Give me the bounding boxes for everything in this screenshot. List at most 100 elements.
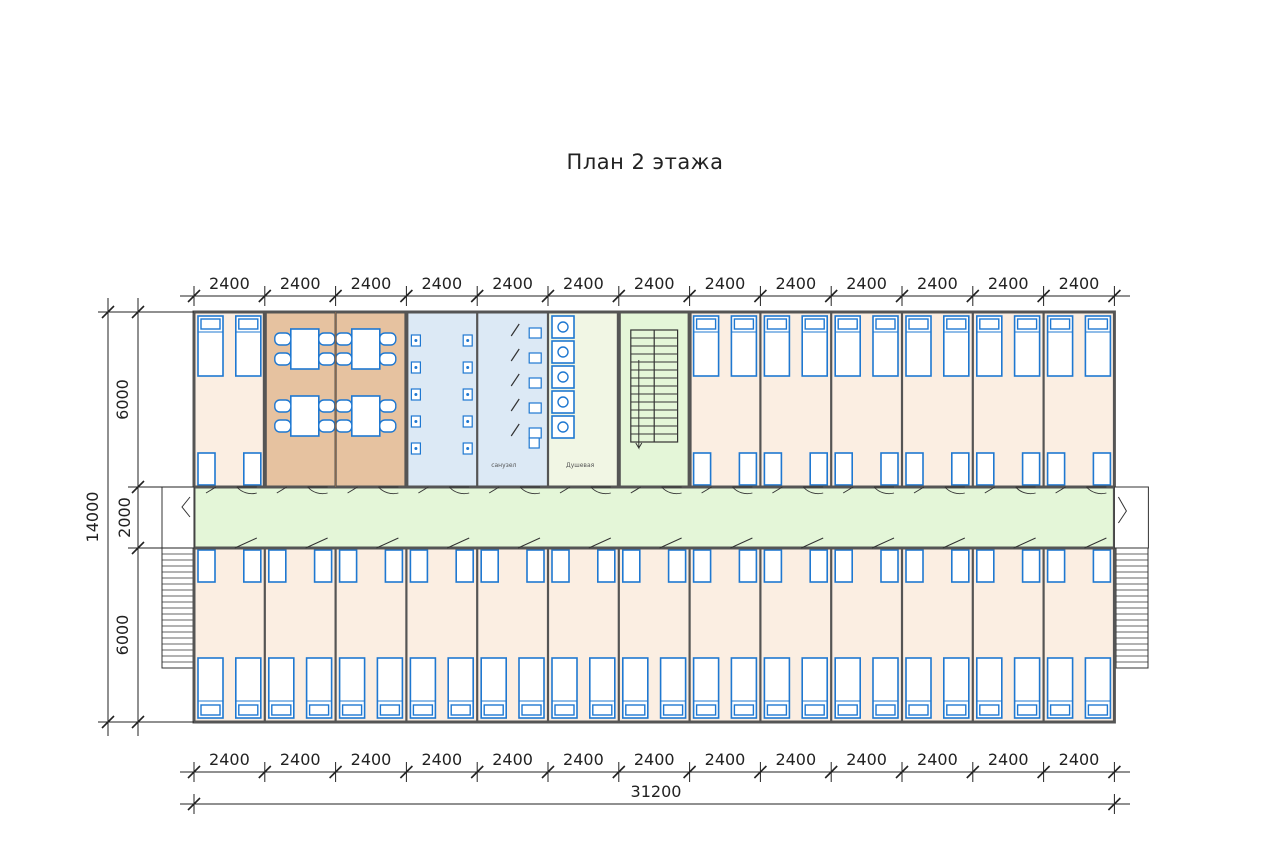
page-title: План 2 этажа: [566, 150, 724, 174]
shower-door: [510, 323, 520, 337]
room-label-washroom: Душевая: [566, 462, 595, 469]
dim-label-module: 2400: [846, 750, 887, 769]
door-icon: [873, 486, 895, 495]
bed-icon: [872, 657, 899, 719]
bed-icon: [588, 657, 616, 719]
bed-icon: [975, 657, 1003, 719]
chair: [318, 352, 336, 366]
bed-icon: [880, 549, 899, 583]
door-icon: [942, 537, 966, 549]
bed-icon: [1046, 549, 1066, 583]
bed-icon: [243, 549, 262, 583]
dim-tick: [187, 289, 201, 303]
bed-icon: [801, 657, 829, 719]
bed-icon: [1046, 315, 1074, 377]
dim-tick: [131, 715, 145, 729]
dim-label-total: 31200: [631, 782, 682, 801]
dim-tick: [101, 305, 115, 319]
dim-tick: [470, 765, 484, 779]
bed-icon: [1084, 657, 1112, 719]
toilet-icon: [551, 390, 575, 414]
dim-tick: [541, 765, 555, 779]
shower-icon: [510, 323, 542, 339]
bed-icon: [809, 452, 829, 486]
furniture: [161, 315, 1149, 719]
toilet-bowl: [557, 421, 569, 433]
door-icon: [630, 486, 642, 494]
bed-icon: [834, 452, 854, 486]
dim-label-module: 2400: [917, 750, 958, 769]
bed-icon: [905, 315, 932, 377]
chair: [379, 332, 397, 346]
bed-pillow: [450, 704, 471, 716]
door-icon: [448, 486, 470, 495]
dim-tick: [131, 305, 145, 319]
dim-tick: [541, 289, 555, 303]
sink-icon: [410, 334, 421, 347]
door-icon: [307, 486, 328, 495]
toilet-icon: [551, 315, 575, 339]
shower-door: [510, 423, 520, 437]
table-top: [289, 328, 320, 370]
door-icon: [205, 486, 217, 494]
bed-icon: [409, 549, 429, 583]
chair: [335, 419, 353, 433]
bed-icon: [763, 315, 791, 377]
bed-icon: [692, 452, 712, 486]
shower-door: [510, 348, 520, 362]
chair: [379, 399, 397, 413]
walls: [161, 310, 1149, 724]
bed-icon: [384, 549, 404, 583]
dim-label-module: 2400: [705, 750, 746, 769]
chair: [274, 419, 292, 433]
bed-pillow: [200, 704, 221, 716]
sink-drain: [466, 447, 470, 450]
door-icon: [732, 486, 753, 495]
dim-label-total-height: 14000: [83, 492, 102, 543]
bed-pillow: [200, 318, 221, 330]
bed-pillow: [1049, 704, 1071, 716]
bed-pillow: [1016, 704, 1038, 716]
dim-label-module: 2400: [917, 274, 958, 293]
sink-icon: [528, 437, 540, 449]
door-icon: [772, 486, 783, 494]
table-top: [289, 395, 320, 437]
dim-label-upper: 6000: [113, 379, 132, 420]
dim-tick: [683, 765, 697, 779]
bed-pillow: [804, 318, 825, 330]
door-icon: [1015, 486, 1036, 495]
toilet-bowl: [557, 396, 569, 408]
bed-pillow: [238, 318, 259, 330]
bed-icon: [942, 657, 970, 719]
chair: [335, 352, 353, 366]
bed-icon: [763, 657, 791, 719]
dim-tick: [966, 765, 980, 779]
bed-icon: [267, 549, 287, 583]
bed-icon: [447, 657, 475, 719]
doors: [181, 486, 1127, 549]
bed-icon: [763, 549, 783, 583]
bed-icon: [692, 657, 720, 719]
door-icon: [305, 537, 328, 549]
sink-drain: [414, 366, 418, 369]
stair-icon: [630, 329, 679, 450]
bed-icon: [942, 315, 970, 377]
bed-pillow: [875, 704, 896, 716]
shower-tray: [528, 352, 542, 364]
sink-drain: [466, 339, 470, 342]
bed-icon: [338, 549, 358, 583]
bed-icon: [880, 452, 899, 486]
dim-label-module: 2400: [846, 274, 887, 293]
sink-drain: [414, 393, 418, 396]
table-icon: [335, 328, 397, 370]
toilet-bowl: [557, 346, 569, 358]
room-fill-top-5: [477, 312, 548, 487]
bed-icon: [730, 657, 758, 719]
bed-icon: [975, 549, 995, 583]
dim-tick: [895, 765, 909, 779]
bed-pillow: [554, 704, 575, 716]
dimension-lines: [98, 286, 1130, 814]
dim-tick: [329, 765, 343, 779]
bed-icon: [1092, 452, 1112, 486]
